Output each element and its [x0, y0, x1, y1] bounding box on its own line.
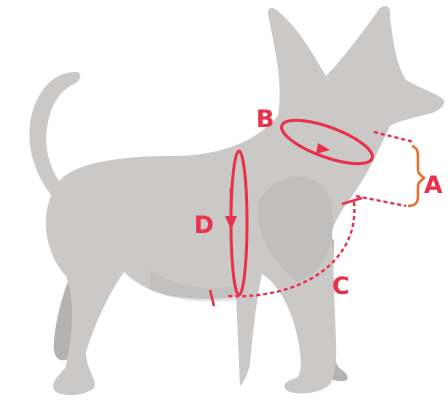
belly-shading [150, 270, 236, 302]
measure-d-arrow-head [225, 216, 237, 230]
measure-d-label: D [194, 211, 214, 239]
measure-c-line [225, 201, 356, 298]
dog-body-group [29, 5, 445, 396]
measure-b-label: B [256, 105, 274, 133]
measure-d: D [194, 149, 249, 297]
dog-body [45, 5, 445, 396]
measure-a-bracket [407, 144, 426, 208]
dog-tail [29, 72, 81, 196]
measure-b: B [256, 105, 374, 166]
measure-a-label: A [424, 171, 443, 199]
measure-b-loop [280, 118, 374, 166]
measure-c-label: C [332, 272, 350, 300]
measure-a-bottom-line [355, 194, 407, 208]
measure-c-tick-top [341, 196, 363, 206]
chest-shading [258, 176, 334, 282]
measure-b-arrow [316, 143, 330, 154]
measure-a: A [355, 130, 443, 208]
measure-c-tick-bottom [208, 289, 216, 307]
measure-c: C [208, 196, 363, 307]
